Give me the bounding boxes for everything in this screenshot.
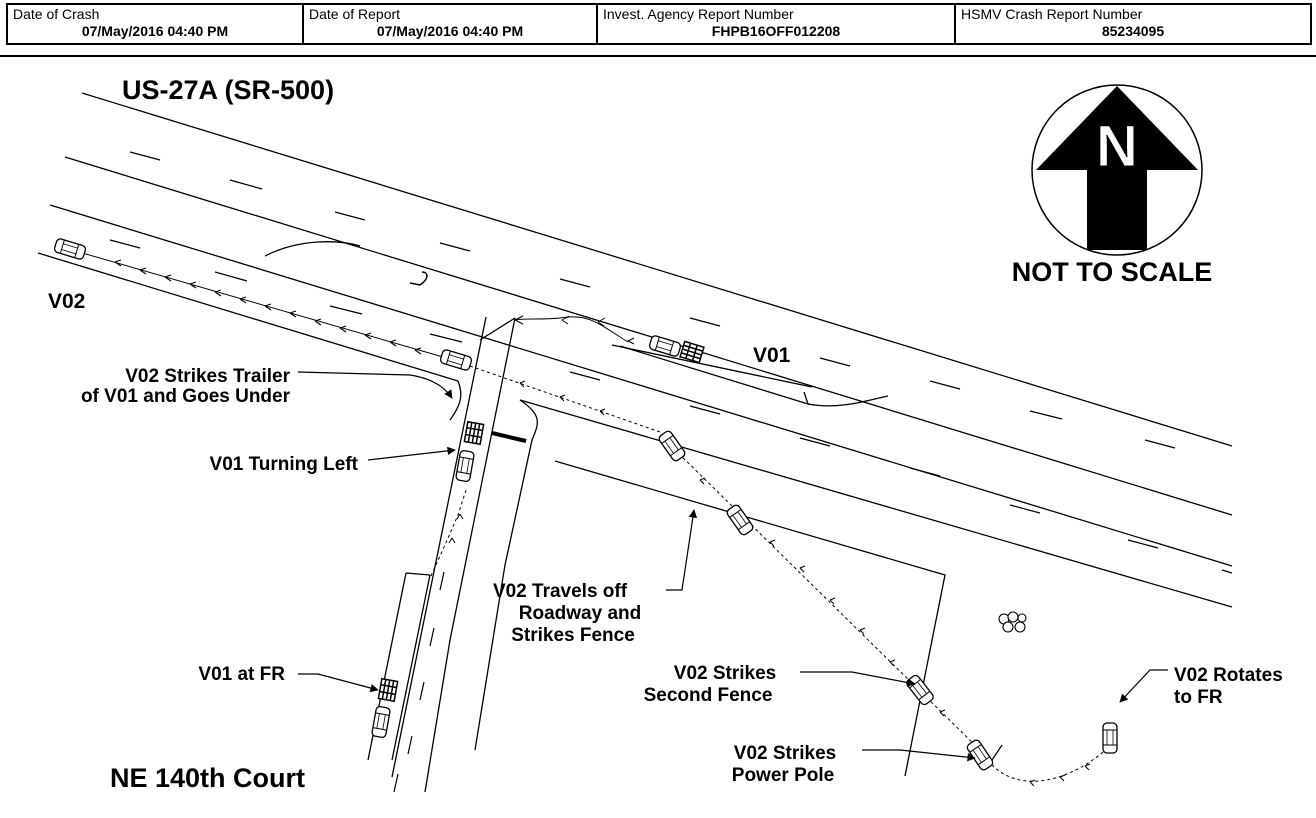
v01-truck-turning — [454, 421, 485, 483]
annotation-power-pole: V02 Strikes Power Pole — [732, 743, 976, 786]
v02-car-impact — [438, 348, 474, 372]
v02-path — [71, 249, 1109, 787]
annotation-second-fence-line2: Second Fence — [644, 685, 773, 706]
annotation-strikes-trailer-line2: of V01 and Goes Under — [81, 386, 291, 407]
annotation-v01-at-fr-text: V01 at FR — [198, 664, 285, 685]
date-of-report-value: 07/May/2016 04:40 PM — [376, 23, 524, 39]
annotation-travels-off: V02 Travels off Roadway and Strikes Fenc… — [493, 509, 698, 646]
not-to-scale-note: NOT TO SCALE — [1012, 257, 1213, 287]
v01-truck-final-rest — [370, 678, 399, 739]
v02-car-final-rest — [1102, 722, 1118, 754]
report-header: Date of Crash 07/May/2016 04:40 PM Date … — [0, 0, 1316, 55]
annotation-strikes-trailer-line1: V02 Strikes Trailer — [125, 366, 290, 387]
stop-bar — [491, 431, 527, 443]
annotation-turning-left-text: V01 Turning Left — [210, 454, 359, 475]
annotation-power-pole-line1: V02 Strikes — [734, 743, 836, 764]
v01-label: V01 — [753, 344, 791, 367]
v02-label: V02 — [48, 290, 85, 313]
agency-report-number-value: FHPB16OFF012208 — [711, 23, 841, 39]
annotation-rotates-line1: V02 Rotates — [1174, 665, 1283, 686]
date-of-report-cell: Date of Report 07/May/2016 04:40 PM — [302, 3, 596, 45]
main-road — [37, 92, 1233, 608]
hsmv-report-number-value: 85234095 — [1101, 23, 1165, 39]
turn-arrow-marking — [409, 271, 428, 286]
side-road-dashes — [393, 571, 445, 793]
hsmv-report-number-label: HSMV Crash Report Number — [961, 6, 1143, 22]
agency-report-number-cell: Invest. Agency Report Number FHPB16OFF01… — [596, 3, 954, 45]
lane-dashes — [109, 151, 1233, 574]
annotation-travels-off-line2: Roadway and — [519, 603, 641, 624]
annotation-turning-left: V01 Turning Left — [210, 446, 456, 475]
north-arrow-icon: N — [1031, 84, 1203, 256]
date-of-report-label: Date of Report — [309, 6, 401, 22]
annotation-rotates-line2: to FR — [1174, 687, 1223, 708]
annotation-second-fence: V02 Strikes Second Fence — [644, 663, 916, 706]
annotation-rotates-to-fr: V02 Rotates to FR — [1119, 665, 1283, 708]
v02-car-power-pole — [965, 738, 995, 772]
side-road — [367, 316, 538, 793]
date-of-crash-cell: Date of Crash 07/May/2016 04:40 PM — [6, 3, 302, 45]
date-of-crash-label: Date of Crash — [13, 6, 100, 22]
side-road-label: NE 140th Court — [110, 763, 305, 793]
agency-report-number-label: Invest. Agency Report Number — [603, 6, 794, 22]
fences — [554, 460, 946, 777]
annotation-travels-off-line1: V02 Travels off — [493, 581, 628, 602]
annotation-travels-off-line3: Strikes Fence — [511, 625, 635, 646]
hsmv-report-number-cell: HSMV Crash Report Number 85234095 — [954, 3, 1312, 45]
annotation-v01-at-fr: V01 at FR — [198, 664, 379, 693]
v02-car-second-fence — [904, 673, 936, 707]
v01-truck-initial — [626, 334, 705, 364]
annotation-second-fence-line1: V02 Strikes — [674, 663, 776, 684]
date-of-crash-value: 07/May/2016 04:40 PM — [81, 23, 229, 39]
main-road-label: US-27A (SR-500) — [122, 75, 334, 105]
annotation-strikes-trailer: V02 Strikes Trailer of V01 and Goes Unde… — [81, 366, 453, 407]
power-pole — [991, 744, 1003, 761]
annotation-power-pole-line2: Power Pole — [732, 765, 834, 786]
bush-symbol — [998, 611, 1027, 633]
north-letter: N — [1096, 114, 1138, 179]
v02-car-travel-2 — [725, 503, 755, 537]
v02-car-initial — [52, 237, 88, 261]
header-rule — [0, 55, 1316, 57]
v02-car-travel-1 — [657, 429, 687, 463]
v01-path — [429, 315, 629, 579]
